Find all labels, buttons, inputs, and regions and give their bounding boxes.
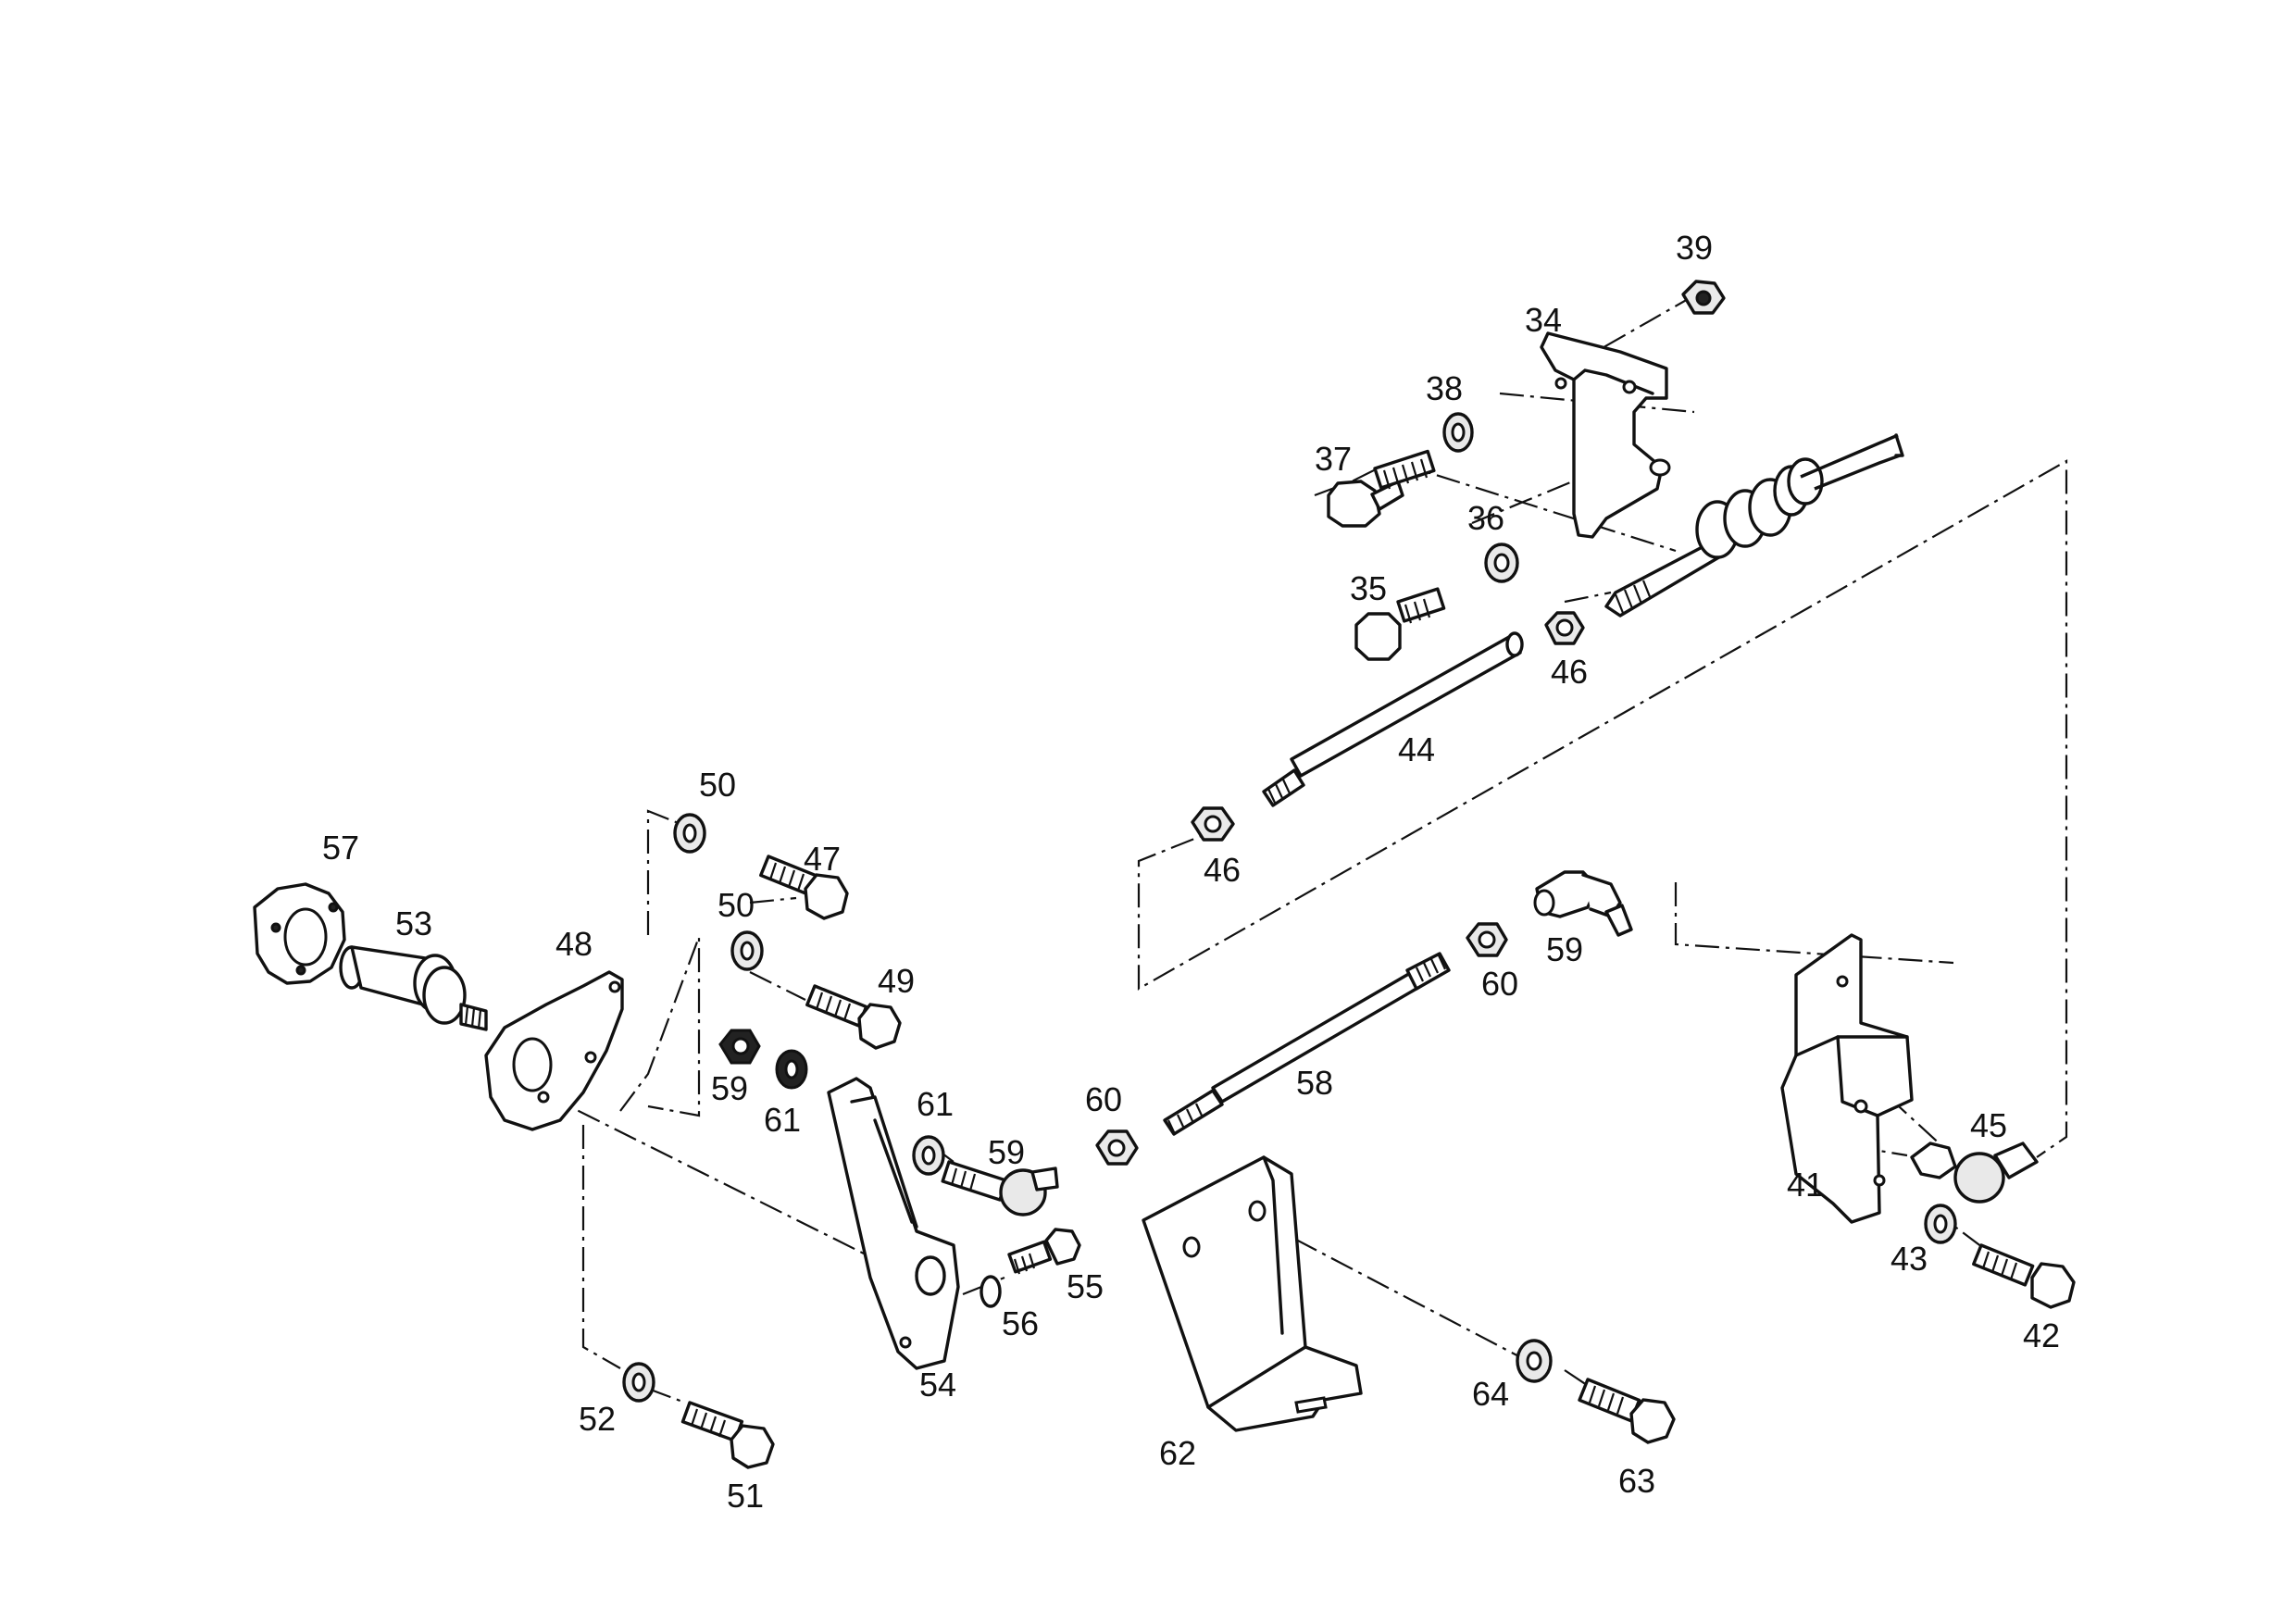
callout-51: 51 bbox=[727, 1477, 764, 1515]
callout-58: 58 bbox=[1296, 1064, 1333, 1102]
washer-61-left bbox=[775, 1049, 808, 1090]
bracket-62 bbox=[1142, 1155, 1363, 1432]
callout-50-lower: 50 bbox=[718, 886, 755, 924]
bolt-51 bbox=[680, 1401, 775, 1469]
callout-53: 53 bbox=[395, 905, 432, 942]
washer-50-lower bbox=[730, 930, 764, 971]
callout-35: 35 bbox=[1350, 569, 1387, 607]
callout-60-lower: 60 bbox=[1085, 1080, 1122, 1118]
callout-64: 64 bbox=[1472, 1375, 1509, 1413]
nut-60-lower bbox=[1095, 1129, 1139, 1166]
bracket-41 bbox=[1780, 933, 1914, 1224]
nut-60-upper bbox=[1466, 922, 1508, 957]
callout-45: 45 bbox=[1970, 1106, 2007, 1144]
flange-57 bbox=[253, 882, 346, 985]
bolt-49 bbox=[805, 984, 902, 1050]
callout-57: 57 bbox=[322, 829, 359, 867]
bolt-47 bbox=[759, 855, 849, 920]
shaft-53 bbox=[339, 945, 488, 1031]
callout-44: 44 bbox=[1398, 730, 1435, 768]
callout-43: 43 bbox=[1890, 1240, 1928, 1278]
callout-59-upper: 59 bbox=[1546, 930, 1583, 968]
rod-44 bbox=[1262, 631, 1524, 807]
bolt-63 bbox=[1578, 1378, 1676, 1444]
washer-64 bbox=[1516, 1339, 1553, 1383]
ball-joint-59-center bbox=[941, 1160, 1059, 1216]
washer-43 bbox=[1924, 1204, 1957, 1244]
callout-46-upper: 46 bbox=[1551, 653, 1588, 691]
ball-joint-59-upper bbox=[1533, 870, 1633, 937]
washer-38 bbox=[1442, 412, 1474, 453]
bolt-42 bbox=[1972, 1243, 2076, 1309]
washer-52 bbox=[622, 1362, 655, 1403]
callout-61-left: 61 bbox=[764, 1101, 801, 1139]
rod-58 bbox=[1163, 952, 1451, 1136]
callout-36: 36 bbox=[1467, 499, 1504, 537]
callout-52: 52 bbox=[579, 1400, 616, 1438]
callout-48: 48 bbox=[555, 925, 593, 963]
lever-54 bbox=[827, 1077, 960, 1370]
callout-59-left: 59 bbox=[711, 1069, 748, 1107]
nut-46-lower bbox=[1191, 806, 1235, 842]
bracket-34 bbox=[1540, 331, 1671, 539]
callout-labels: 39 34 38 37 36 35 46 44 46 59 60 58 60 4… bbox=[322, 229, 2060, 1515]
callout-39: 39 bbox=[1676, 229, 1713, 267]
bolt-35 bbox=[1354, 587, 1446, 661]
callout-62: 62 bbox=[1159, 1434, 1196, 1472]
callout-55: 55 bbox=[1067, 1267, 1104, 1305]
washer-56 bbox=[980, 1275, 1002, 1308]
washer-50-upper bbox=[673, 813, 706, 854]
nut-39 bbox=[1681, 280, 1726, 315]
bolt-37 bbox=[1327, 449, 1436, 528]
callout-63: 63 bbox=[1618, 1462, 1655, 1500]
washer-61-right bbox=[912, 1135, 945, 1176]
callout-49: 49 bbox=[878, 962, 915, 1000]
callout-42: 42 bbox=[2023, 1316, 2060, 1354]
washer-36 bbox=[1484, 543, 1519, 583]
callout-54: 54 bbox=[919, 1366, 956, 1404]
callout-50-upper: 50 bbox=[699, 766, 736, 804]
callout-46-lower: 46 bbox=[1204, 851, 1241, 889]
callout-60-upper: 60 bbox=[1481, 965, 1518, 1003]
nut-46-upper bbox=[1544, 611, 1585, 645]
callout-61-right: 61 bbox=[917, 1085, 954, 1123]
ball-joint-59-left bbox=[718, 1029, 761, 1065]
cable-end bbox=[1604, 433, 1904, 618]
callout-34: 34 bbox=[1525, 301, 1562, 339]
callout-38: 38 bbox=[1426, 369, 1463, 407]
callout-47: 47 bbox=[804, 840, 841, 878]
callout-37: 37 bbox=[1315, 440, 1352, 478]
bolt-55 bbox=[1007, 1228, 1081, 1275]
callout-56: 56 bbox=[1002, 1304, 1039, 1342]
plate-48 bbox=[484, 970, 624, 1131]
ball-joint-45 bbox=[1910, 1142, 2039, 1204]
callout-59-center: 59 bbox=[988, 1133, 1025, 1171]
callout-41: 41 bbox=[1787, 1166, 1824, 1204]
